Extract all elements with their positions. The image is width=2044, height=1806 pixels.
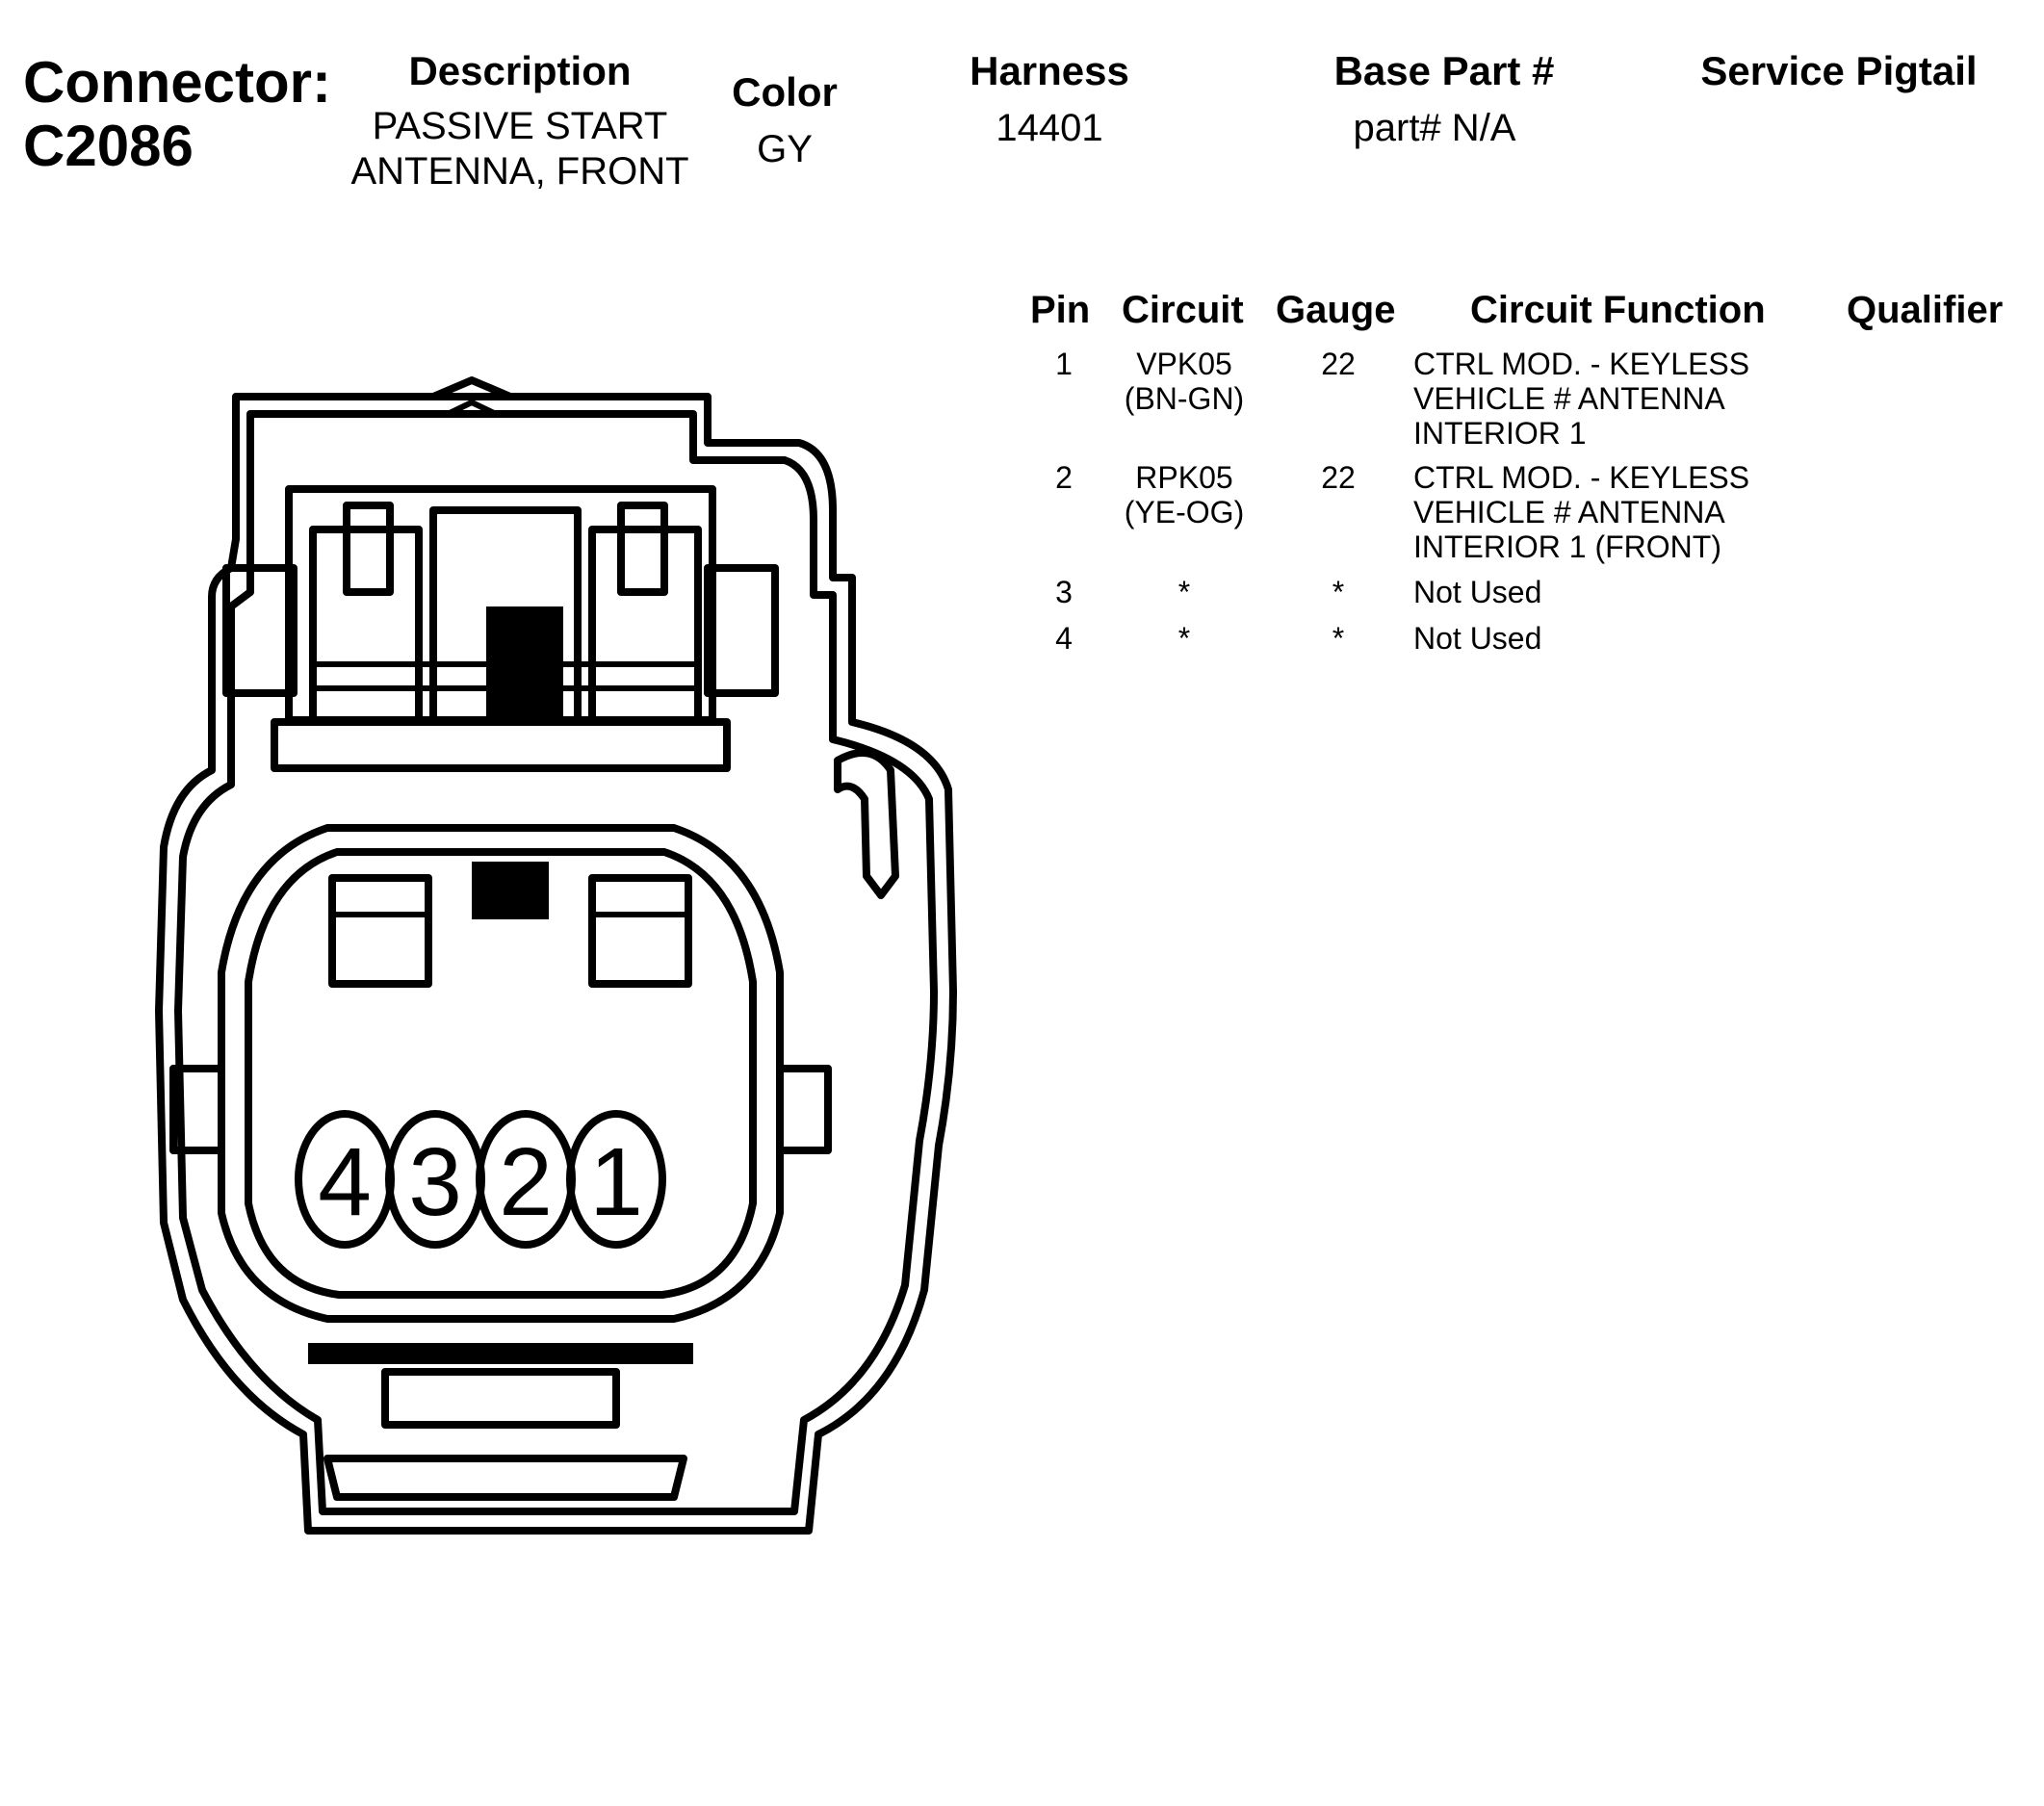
col-qualifier-header: Qualifier <box>1847 289 2004 331</box>
description-line-2: ANTENNA, FRONT <box>350 150 689 193</box>
right-side-rib <box>776 1065 832 1154</box>
pin-label-4: 4 <box>318 1128 372 1236</box>
row-2-gauge: 22 <box>1321 460 1356 495</box>
row-3-circuit: * <box>1177 575 1191 609</box>
base-part-value: part# N/A <box>1353 107 1516 149</box>
row-3-gauge: * <box>1332 575 1345 609</box>
bottom-seal-bar <box>308 1343 693 1364</box>
terminal-left-tab <box>343 502 394 596</box>
connector-label: Connector: <box>23 50 331 115</box>
connector-face-diagram: 4 3 2 1 <box>155 376 957 1535</box>
key-left <box>328 874 432 988</box>
separator-bar <box>271 718 731 772</box>
row-1-circuit: VPK05 <box>1136 347 1232 381</box>
key-center <box>472 862 549 919</box>
row-4-pin: 4 <box>1055 621 1073 656</box>
row-2-function-1: CTRL MOD. - KEYLESS <box>1413 460 1750 495</box>
service-pigtail-title: Service Pigtail <box>1700 48 1978 93</box>
harness-title: Harness <box>970 48 1129 93</box>
key-right <box>588 874 692 988</box>
row-4-function: Not Used <box>1413 621 1542 656</box>
row-2-function-2: VEHICLE # ANTENNA <box>1413 495 1725 529</box>
description-title: Description <box>408 48 632 93</box>
harness-value: 14401 <box>996 107 1103 149</box>
col-pin-header: Pin <box>1030 289 1091 331</box>
base-part-title: Base Part # <box>1333 48 1555 93</box>
mating-face-inner <box>245 848 757 1299</box>
row-4-gauge: * <box>1332 621 1345 656</box>
bottom-tab <box>381 1368 620 1429</box>
row-4-circuit: * <box>1177 621 1191 656</box>
latch-notch <box>429 376 514 400</box>
connector-id: C2086 <box>23 114 194 178</box>
color-value: GY <box>757 128 813 170</box>
row-1-circuit-color: (BN-GN) <box>1124 381 1245 416</box>
row-1-function-3: INTERIOR 1 <box>1413 416 1587 451</box>
connector-outer-shell-inner <box>174 410 938 1515</box>
color-title: Color <box>732 69 838 115</box>
row-2-circuit: RPK05 <box>1135 460 1233 495</box>
left-side-rib <box>169 1065 225 1154</box>
row-1-pin: 1 <box>1055 347 1073 381</box>
connector-outer-shell <box>155 393 957 1535</box>
mating-face <box>218 824 784 1323</box>
bottom-lip <box>323 1455 687 1501</box>
pin-cavity-1 <box>566 1110 666 1249</box>
latch-notch-inner <box>446 400 498 417</box>
pin-label-2: 2 <box>499 1128 553 1236</box>
terminal-right-tab <box>617 502 668 596</box>
col-function-header: Circuit Function <box>1470 289 1766 331</box>
row-2-function-3: INTERIOR 1 (FRONT) <box>1413 529 1721 564</box>
col-gauge-header: Gauge <box>1276 289 1396 331</box>
upper-housing-left-ear <box>222 564 298 697</box>
row-1-function-2: VEHICLE # ANTENNA <box>1413 381 1725 416</box>
row-1-gauge: 22 <box>1321 347 1356 381</box>
row-3-pin: 3 <box>1055 575 1073 609</box>
pin-label-1: 1 <box>589 1128 643 1236</box>
side-latch-arm <box>834 749 899 899</box>
row-2-circuit-color: (YE-OG) <box>1124 495 1245 529</box>
row-2-pin: 2 <box>1055 460 1073 495</box>
description-line-1: PASSIVE START <box>372 105 668 147</box>
terminal-window-left <box>309 526 423 726</box>
terminal-window-right <box>588 526 702 726</box>
row-3-function: Not Used <box>1413 575 1542 609</box>
row-1-function-1: CTRL MOD. - KEYLESS <box>1413 347 1750 381</box>
upper-housing-right-ear <box>704 564 779 697</box>
pin-label-3: 3 <box>408 1128 462 1236</box>
col-circuit-header: Circuit <box>1122 289 1244 331</box>
